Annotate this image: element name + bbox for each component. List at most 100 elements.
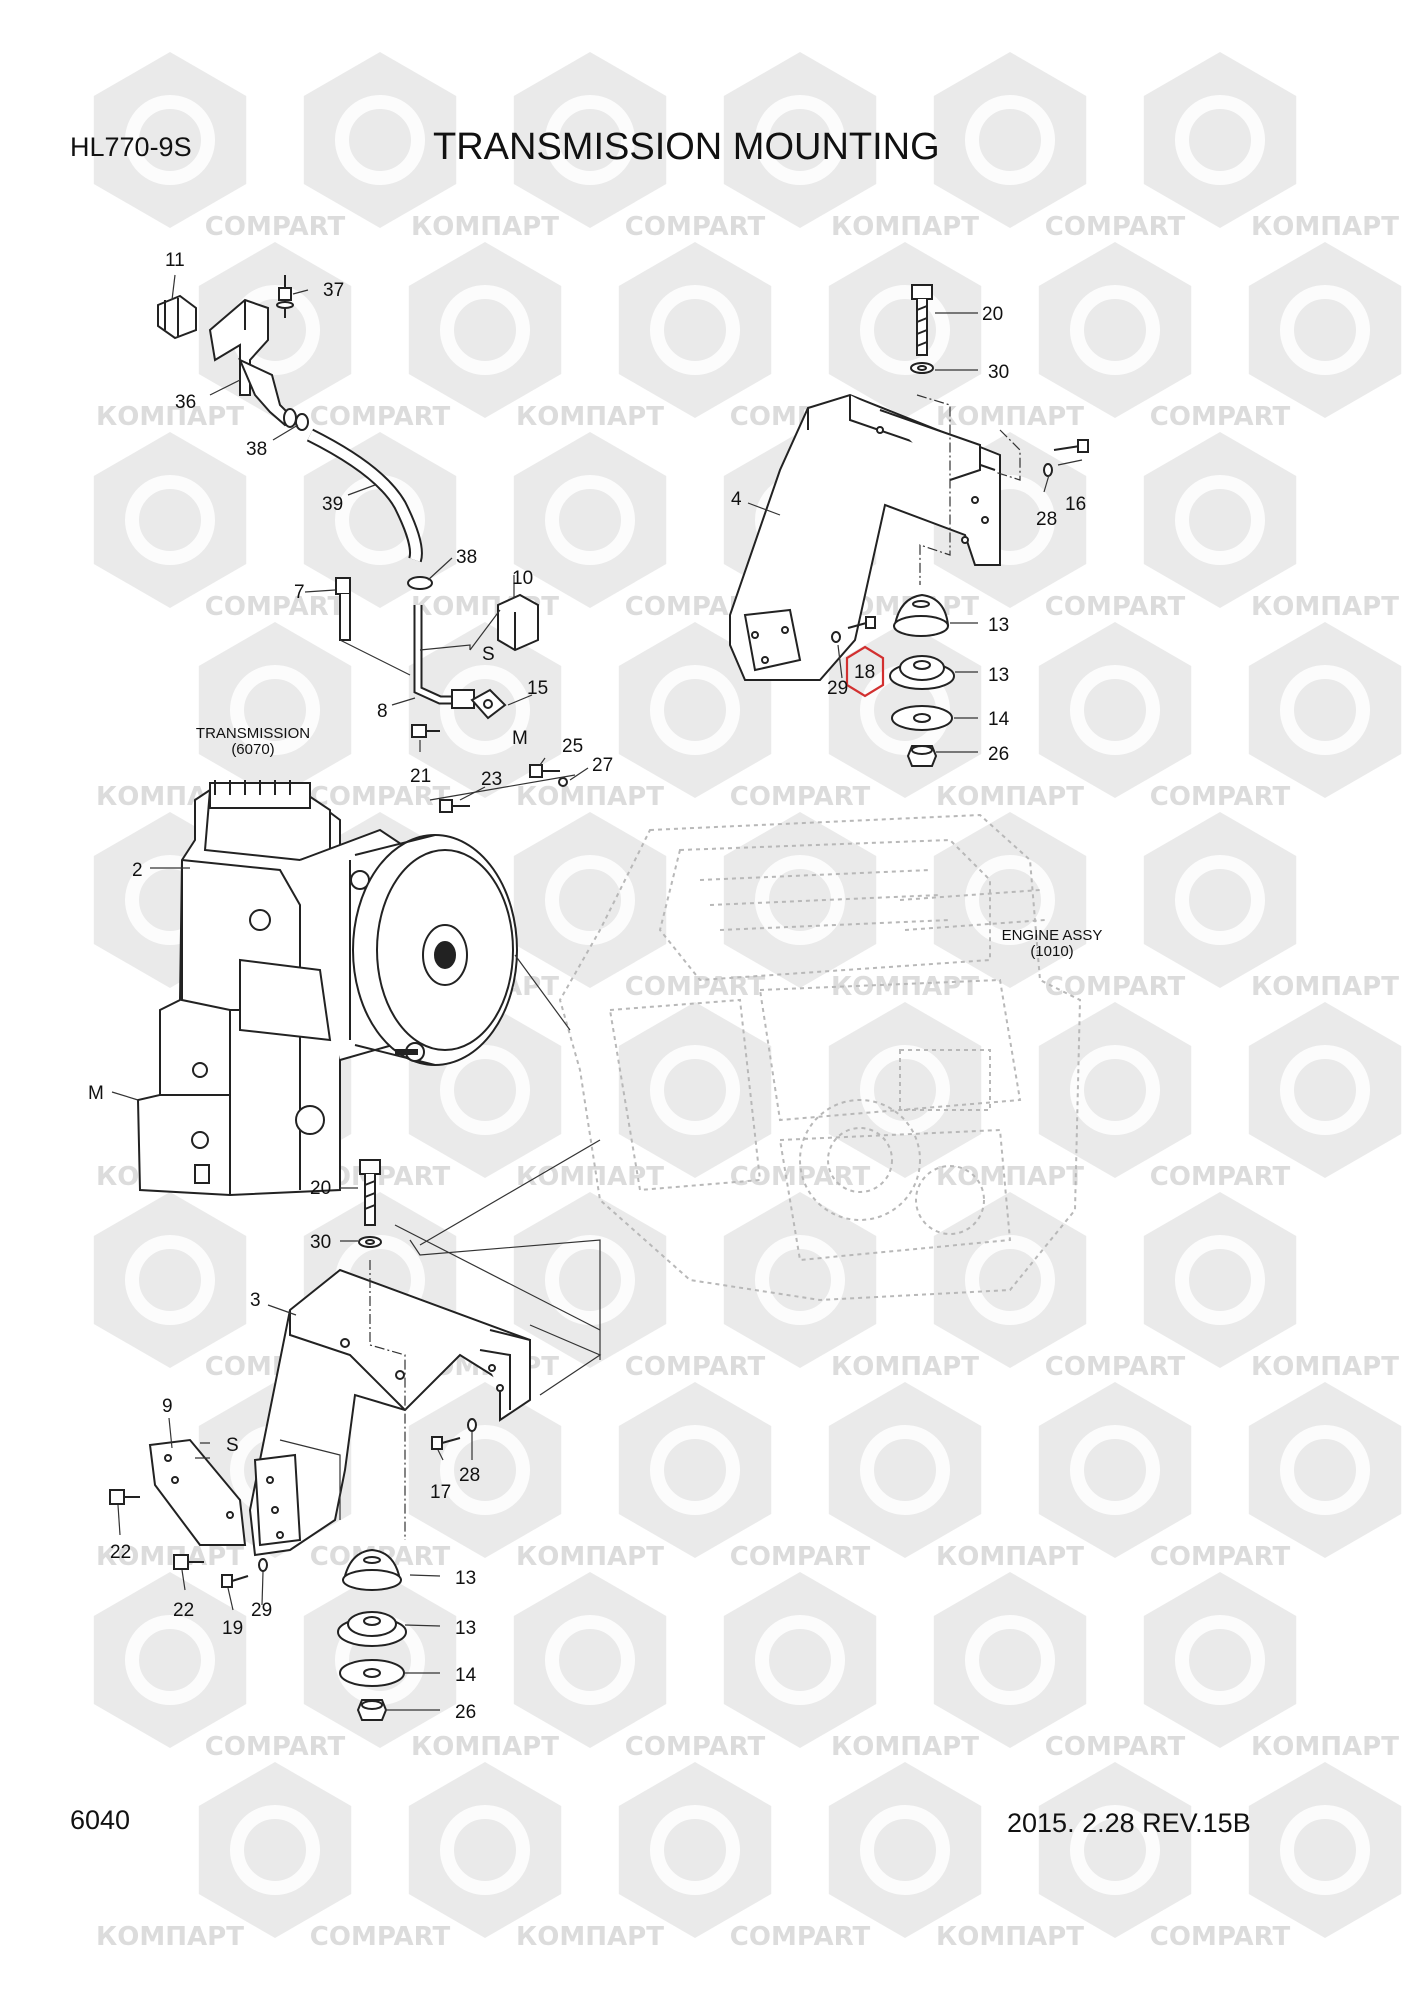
watermark-logo: [933, 812, 1087, 988]
callout-13: 13: [455, 1568, 476, 1589]
watermark-text: КОМПАРТ: [516, 782, 664, 812]
callout-28: 28: [1036, 509, 1057, 530]
watermark-logo: [1143, 1572, 1297, 1748]
watermark-text: КОМПАРТ: [831, 1732, 979, 1762]
watermark-logo: [513, 432, 667, 608]
date-revision: 2015. 2.28 REV.15B: [1007, 1808, 1251, 1838]
callout-23: 23: [481, 769, 502, 790]
watermark-logo: [723, 1192, 877, 1368]
callout-2: 2: [132, 860, 143, 881]
watermark-logo: [513, 52, 667, 228]
watermark-logo: [618, 1002, 772, 1178]
watermark-text: COMPART: [625, 1732, 766, 1762]
watermark-text: COMPART: [310, 782, 451, 812]
watermark-logo: [1038, 242, 1192, 418]
callout-3: 3: [250, 1290, 261, 1311]
watermark-logo: [513, 1572, 667, 1748]
callout-30: 30: [310, 1232, 331, 1253]
watermark-text: КОМПАРТ: [831, 972, 979, 1002]
transmission-label: TRANSMISSION: [196, 725, 310, 742]
callout-29: 29: [827, 678, 848, 699]
watermark-logo: [1038, 1382, 1192, 1558]
watermark-text: COMPART: [1045, 212, 1186, 242]
watermark-text: COMPART: [1150, 1542, 1291, 1572]
callout-16: 16: [1065, 494, 1086, 515]
callout-30: 30: [988, 362, 1009, 383]
engine-assembly-outline: [558, 813, 1082, 1302]
watermark-text: COMPART: [625, 1352, 766, 1382]
callout-22: 22: [173, 1600, 194, 1621]
callout-10: 10: [512, 568, 533, 589]
callout-20: 20: [982, 304, 1003, 325]
watermark-text: COMPART: [730, 1542, 871, 1572]
watermark-text: КОМПАРТ: [1251, 1732, 1399, 1762]
watermark-logo: [1248, 622, 1402, 798]
upper-mount-fasteners: [831, 284, 1089, 767]
watermark-text: КОМПАРТ: [96, 1922, 244, 1952]
watermark-text: КОМПАРТ: [96, 402, 244, 432]
watermark-logo: [933, 52, 1087, 228]
watermark-text: КОМПАРТ: [936, 402, 1084, 432]
callout-28: 28: [459, 1465, 480, 1486]
watermark-logo: [723, 52, 877, 228]
callout-29: 29: [251, 1600, 272, 1621]
watermark-text: КОМПАРТ: [516, 1922, 664, 1952]
callout-37: 37: [323, 280, 344, 301]
engine-label: ENGINE ASSY: [1002, 927, 1103, 944]
watermark-text: COMPART: [730, 1162, 871, 1192]
watermark-text: COMPART: [1045, 1732, 1186, 1762]
watermark-text: COMPART: [1150, 782, 1291, 812]
assembly-labels: TRANSMISSION (6070) ENGINE ASSY (1010): [196, 725, 1103, 960]
watermark-logo: [828, 242, 982, 418]
callout-17: 17: [430, 1482, 451, 1503]
watermark-logo: [93, 1192, 247, 1368]
watermark-text: COMPART: [730, 1922, 871, 1952]
watermark-logo: [933, 1572, 1087, 1748]
watermark-text: COMPART: [730, 782, 871, 812]
watermark-logo: [828, 1382, 982, 1558]
watermark-logo: [93, 1572, 247, 1748]
watermark-logo: [1248, 242, 1402, 418]
watermark-logo: [1038, 622, 1192, 798]
callout-M: M: [88, 1083, 104, 1104]
watermark-text: COMPART: [310, 402, 451, 432]
engine-code: (1010): [1030, 943, 1073, 960]
watermark-text: КОМПАРТ: [1251, 212, 1399, 242]
callout-13: 13: [455, 1618, 476, 1639]
watermark-logo: [1143, 1192, 1297, 1368]
watermark-logo: [1248, 1002, 1402, 1178]
watermark-logo: [408, 1762, 562, 1938]
callout-15: 15: [527, 678, 548, 699]
watermark-text: КОМПАРТ: [516, 402, 664, 432]
transmission-body: [136, 780, 411, 1197]
callout-13: 13: [988, 665, 1009, 686]
callout-8: 8: [377, 701, 388, 722]
watermark-text: COMPART: [1150, 1922, 1291, 1952]
callout-11: 11: [165, 250, 185, 271]
callout-26: 26: [455, 1702, 476, 1723]
lower-mount-fasteners: [109, 1159, 477, 1721]
watermark-logo: [618, 1762, 772, 1938]
callout-S: S: [482, 644, 495, 665]
callout-22: 22: [110, 1542, 131, 1563]
callout-labels: 11 37 36 38 39 38 7 10 S 8 15 M 21 25 27…: [88, 250, 1086, 1723]
callout-38: 38: [456, 547, 477, 568]
callout-19: 19: [222, 1618, 243, 1639]
lower-mount-bracket: [248, 1268, 531, 1557]
callout-25: 25: [562, 736, 583, 757]
callout-20: 20: [310, 1178, 331, 1199]
watermark-logo: [828, 1002, 982, 1178]
watermark-text: COMPART: [1150, 1162, 1291, 1192]
leader-lines: [111, 274, 1083, 1711]
watermark-text: COMPART: [625, 212, 766, 242]
watermark-text: COMPART: [205, 592, 346, 622]
watermark-logo: [1143, 432, 1297, 608]
watermark-logo: [933, 1192, 1087, 1368]
callout-14: 14: [455, 1665, 477, 1686]
side-plate: [148, 1438, 247, 1546]
watermark-logo: [1248, 1382, 1402, 1558]
callout-S: S: [226, 1435, 239, 1456]
callout-38: 38: [246, 439, 267, 460]
highlight-hexagon: [845, 645, 885, 698]
